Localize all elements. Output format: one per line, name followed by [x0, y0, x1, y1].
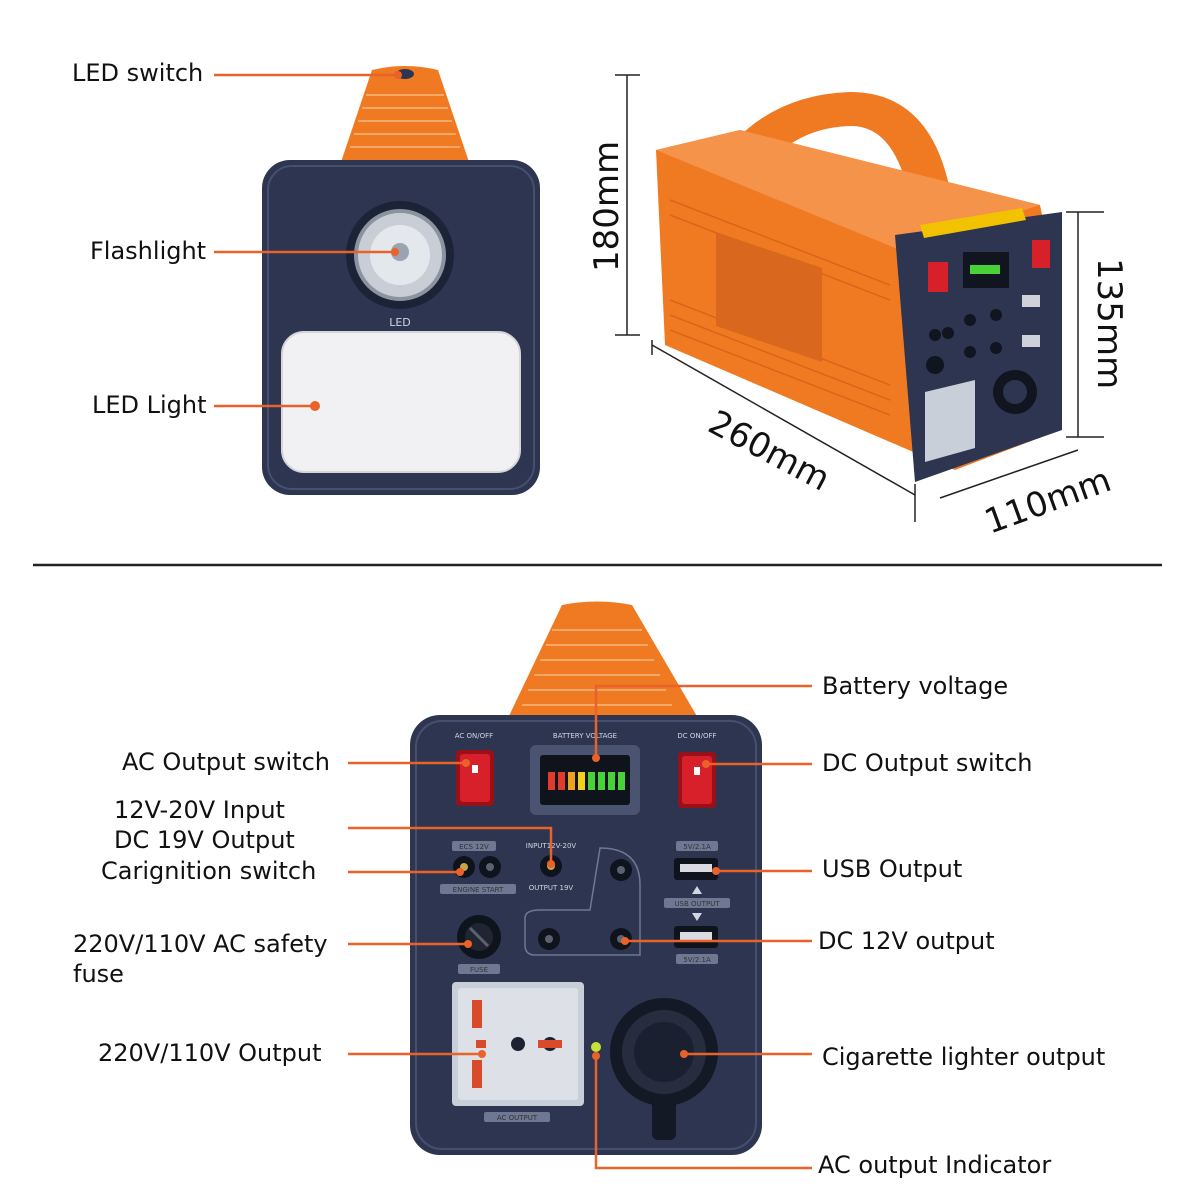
panel-ecs: ECS 12V — [459, 843, 489, 851]
label-led-switch: LED switch — [72, 59, 203, 87]
panel-fuse: FUSE — [470, 966, 488, 974]
handle-grip-lines — [350, 94, 460, 148]
label-cig-output: Cigarette lighter output — [822, 1043, 1105, 1071]
label-ac-indicator: AC output Indicator — [818, 1151, 1051, 1179]
panel-leaders — [348, 684, 812, 1170]
label-fuse-line1: 220V/110V AC safety — [73, 930, 328, 958]
iso-ac-switch — [928, 262, 948, 292]
iso-handle — [712, 92, 950, 200]
iso-ac-socket — [925, 380, 975, 462]
dim-length: 260mm — [702, 403, 837, 500]
panel-usb-spec-bottom: 5V/2.1A — [683, 956, 711, 964]
handle-top — [340, 66, 470, 165]
label-dc12v: DC 12V output — [818, 927, 995, 955]
label-ac-output-switch: AC Output switch — [122, 748, 330, 776]
label-input-line1: 12V-20V Input — [114, 796, 285, 824]
label-flashlight: Flashlight — [90, 237, 206, 265]
panel-ac-onoff: AC ON/OFF — [455, 732, 493, 740]
panel-dc-onoff: DC ON/OFF — [677, 732, 716, 740]
led-side-view: LED — [262, 66, 540, 495]
ac-indicator-led — [591, 1042, 601, 1052]
dim-depth: 135mm — [1089, 258, 1129, 389]
panel-usb-output: USB OUTPUT — [674, 900, 720, 908]
iso-dc-switch — [1032, 240, 1050, 268]
dim-width: 110mm — [979, 460, 1116, 542]
label-carignition: Carignition switch — [101, 857, 316, 885]
panel-usb-spec-top: 5V/2.1A — [683, 843, 711, 851]
front-panel-view: AC ON/OFF BATTERY VOLTAGE DC ON/OFF ECS … — [410, 601, 762, 1155]
panel-ac-output: AC OUTPUT — [497, 1114, 538, 1122]
panel-battery-voltage: BATTERY VOLTAGE — [553, 732, 617, 740]
isometric-view — [656, 92, 1062, 482]
label-input-line2: DC 19V Output — [114, 826, 295, 854]
led-light-panel — [281, 331, 521, 473]
label-usb-output: USB Output — [822, 855, 962, 883]
label-battery-voltage: Battery voltage — [822, 672, 1008, 700]
label-fuse-line2: fuse — [73, 960, 124, 988]
label-led-light: LED Light — [92, 391, 207, 419]
dimension-lines — [615, 74, 1104, 522]
dim-height: 180mm — [587, 141, 627, 272]
panel-engine-start: ENGINE START — [453, 886, 504, 894]
iso-side-sticker — [716, 232, 822, 362]
label-ac-output: 220V/110V Output — [98, 1039, 322, 1067]
panel-output: OUTPUT 19V — [529, 884, 574, 892]
battery-bars — [548, 772, 625, 790]
led-badge: LED — [389, 316, 411, 329]
label-dc-output-switch: DC Output switch — [822, 749, 1032, 777]
